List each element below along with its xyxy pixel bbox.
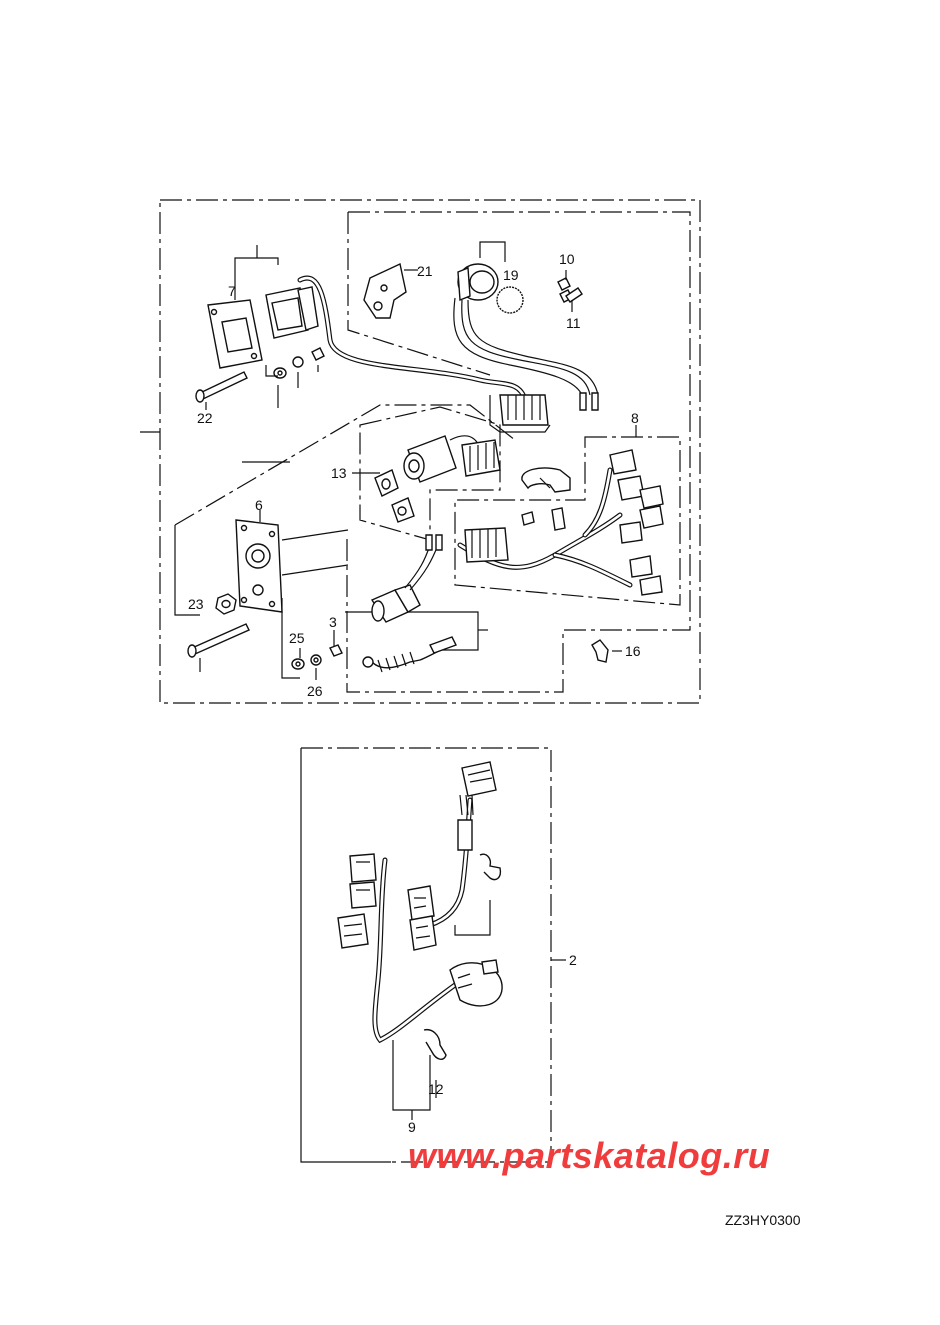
stop-switch bbox=[362, 534, 457, 673]
drawing-code: ZZ3HY0300 bbox=[725, 1212, 801, 1228]
callout-9: 9 bbox=[408, 1119, 416, 1135]
bracket-21 bbox=[363, 262, 418, 319]
plate-7 bbox=[207, 299, 263, 369]
callout-16: 16 bbox=[625, 643, 641, 659]
lower-assembly-frame bbox=[300, 747, 566, 1163]
connector-bundle-upper bbox=[489, 394, 551, 433]
clamp-8 bbox=[521, 467, 571, 531]
callout-21: 21 bbox=[417, 263, 433, 279]
main-switch-13 bbox=[352, 435, 501, 523]
parts-10-11 bbox=[557, 270, 583, 312]
callout-23: 23 bbox=[188, 596, 204, 612]
gauge-19 bbox=[453, 241, 599, 411]
switch-7 bbox=[265, 275, 528, 403]
callout-2: 2 bbox=[569, 952, 577, 968]
callout-22: 22 bbox=[197, 410, 213, 426]
callout-labels: 7 21 19 10 11 22 8 13 6 23 3 25 16 26 2 … bbox=[188, 251, 641, 1135]
upper-assembly-frame bbox=[140, 199, 701, 704]
plate-6 bbox=[235, 510, 283, 613]
callout-11: 11 bbox=[566, 315, 581, 331]
watermark: www.partskatalog.ru bbox=[408, 1135, 771, 1176]
washers-7 bbox=[265, 347, 325, 408]
callout-6: 6 bbox=[255, 497, 263, 513]
clip-16 bbox=[591, 639, 622, 663]
screw-lower bbox=[187, 623, 250, 672]
callout-26: 26 bbox=[307, 683, 323, 699]
washers-25-26-3 bbox=[281, 598, 343, 680]
screw-22 bbox=[195, 371, 248, 410]
callout-10: 10 bbox=[559, 251, 575, 267]
callout-13: 13 bbox=[331, 465, 347, 481]
harness-8 bbox=[457, 425, 664, 596]
callout-25: 25 bbox=[289, 630, 305, 646]
callout-3: 3 bbox=[329, 614, 337, 630]
callout-19: 19 bbox=[503, 267, 519, 283]
bracket-7 bbox=[234, 245, 279, 300]
callout-12: 12 bbox=[428, 1081, 444, 1097]
callout-8: 8 bbox=[631, 410, 639, 426]
callout-7: 7 bbox=[228, 283, 236, 299]
nut-23 bbox=[215, 593, 237, 615]
harness-2 bbox=[337, 761, 503, 1120]
